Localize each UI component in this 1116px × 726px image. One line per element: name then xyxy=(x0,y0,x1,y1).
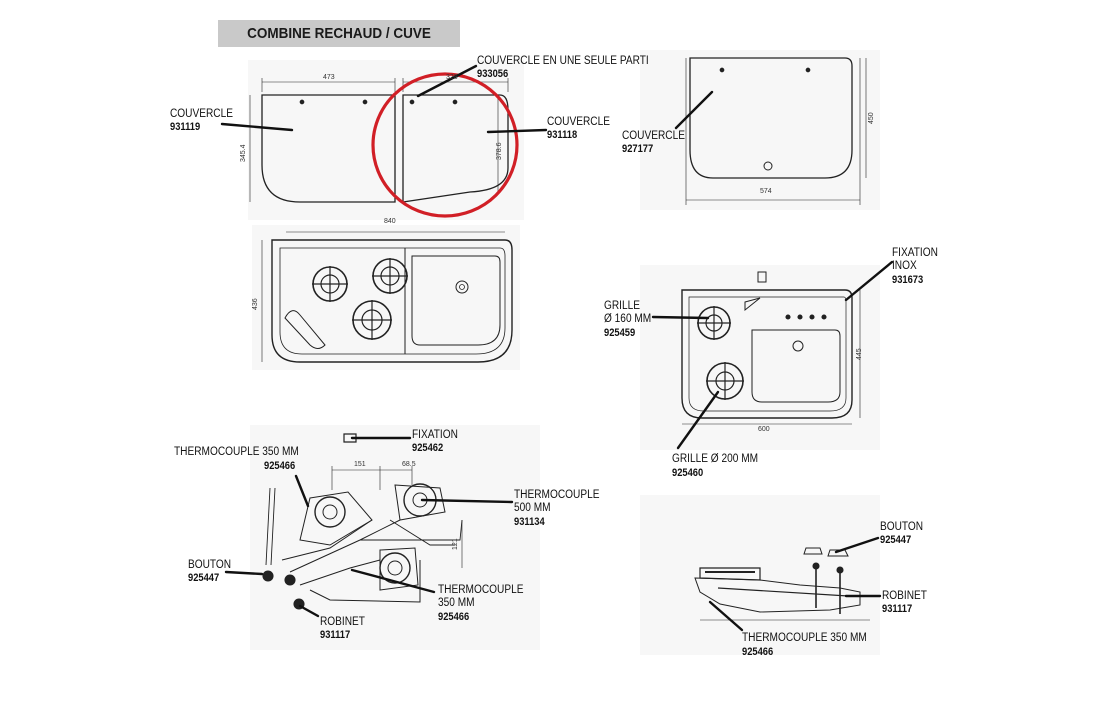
ref-925459: 925459 xyxy=(604,327,636,339)
label-fixation-inox-2: INOX xyxy=(892,260,917,272)
label-thermocouple-350-c: THERMOCOUPLE 350 MM xyxy=(742,632,867,644)
ref-925466-b: 925466 xyxy=(438,611,470,623)
panel-lid-927 xyxy=(640,50,880,210)
dim-328: 328 xyxy=(446,74,458,81)
dim-121: 121 xyxy=(452,538,459,550)
dim-151: 151 xyxy=(354,461,366,468)
dim-445: 445 xyxy=(856,348,863,360)
label-robinet-left: ROBINET xyxy=(320,616,365,628)
ref-927177: 927177 xyxy=(622,143,654,155)
dim-436: 436 xyxy=(252,298,259,310)
ref-931673: 931673 xyxy=(892,274,924,286)
label-grille-200: GRILLE Ø 200 MM xyxy=(672,453,759,465)
ref-925447-right: 925447 xyxy=(880,534,912,546)
panel-thermo xyxy=(250,425,540,650)
label-fixation: FIXATION xyxy=(412,429,458,441)
ref-931134: 931134 xyxy=(514,516,545,528)
title-banner: COMBINE RECHAUD / CUVE xyxy=(218,20,460,47)
ref-931117-right: 931117 xyxy=(882,603,913,615)
thermocouple-assembly-drawing xyxy=(262,433,463,610)
label-grille-160-2: Ø 160 MM xyxy=(604,313,652,325)
dim-345-4: 345.4 xyxy=(240,144,247,162)
panel-hob xyxy=(252,225,520,370)
ref-933056: 933056 xyxy=(477,68,509,80)
label-thermocouple-500-2: 500 MM xyxy=(514,502,551,514)
ref-925460: 925460 xyxy=(672,467,704,479)
ref-925466-c: 925466 xyxy=(742,646,774,658)
ref-925466-a: 925466 xyxy=(264,460,296,472)
burner-2 xyxy=(372,258,408,294)
label-grille-160-1: GRILLE xyxy=(604,300,641,312)
burner-200 xyxy=(706,362,744,400)
label-thermocouple-350-a: THERMOCOUPLE 350 MM xyxy=(174,446,299,458)
ref-925462: 925462 xyxy=(412,442,444,454)
dim-473: 473 xyxy=(323,74,335,81)
label-robinet-right: ROBINET xyxy=(882,590,927,602)
dim-840: 840 xyxy=(384,218,396,225)
label-couvercle-left: COUVERCLE xyxy=(170,108,233,120)
side-view-drawing xyxy=(694,547,870,621)
dim-378-6: 378.6 xyxy=(496,142,503,160)
ref-931118: 931118 xyxy=(547,129,578,141)
ref-931119: 931119 xyxy=(170,121,201,133)
label-couvercle-one-piece: COUVERCLE EN UNE SEULE PARTI xyxy=(477,55,649,67)
highlight-circle xyxy=(371,72,519,218)
ref-925447-left: 925447 xyxy=(188,572,220,584)
burner-160 xyxy=(697,306,731,340)
dim-600: 600 xyxy=(758,426,770,433)
lid-931119-drawing xyxy=(249,78,396,203)
label-fixation-inox-1: FIXATION xyxy=(892,247,938,259)
dim-450: 450 xyxy=(868,112,875,124)
burner-3 xyxy=(352,300,392,340)
burner-1 xyxy=(312,266,348,302)
label-bouton-right: BOUTON xyxy=(880,521,924,533)
label-thermocouple-500-1: THERMOCOUPLE xyxy=(514,489,600,501)
hob-3-burner-drawing xyxy=(261,231,513,363)
label-couvercle-927: COUVERCLE xyxy=(622,130,685,142)
leader-lines xyxy=(220,64,894,632)
label-thermocouple-350-b-1: THERMOCOUPLE xyxy=(438,584,524,596)
dim-574: 574 xyxy=(760,188,772,195)
label-thermocouple-350-b-2: 350 MM xyxy=(438,597,475,609)
lid-927177-drawing xyxy=(685,57,867,205)
label-couvercle-right: COUVERCLE xyxy=(547,116,610,128)
ref-931117-left: 931117 xyxy=(320,629,351,641)
panel-lids xyxy=(248,60,524,220)
diagram-title: COMBINE RECHAUD / CUVE xyxy=(247,25,431,42)
lid-931118-drawing xyxy=(402,78,509,203)
hob-2-burner-drawing xyxy=(681,271,861,425)
label-bouton-left: BOUTON xyxy=(188,559,232,571)
dim-68-5: 68.5 xyxy=(402,461,416,468)
